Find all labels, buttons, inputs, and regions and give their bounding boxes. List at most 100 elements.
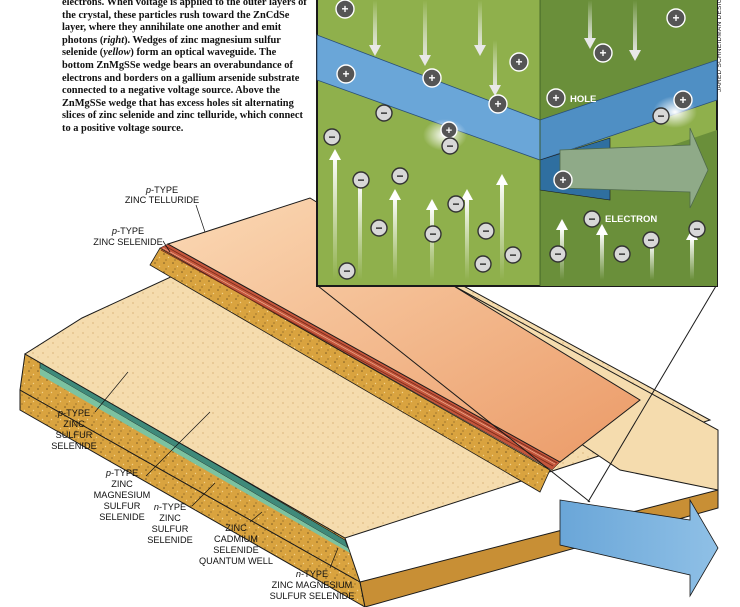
electrons: − − − − − − − − − − − − − − − − − − [323, 104, 706, 280]
hole-legend-particle: + [546, 88, 566, 108]
electron-particle: − [338, 262, 356, 280]
magnified-inset: + + + + + + + + + + + − − − − − − − − − … [316, 0, 718, 287]
light-emission-arrow [559, 498, 719, 598]
electron-particle: − [549, 245, 567, 263]
hole-particle: + [666, 8, 686, 28]
svg-text:+: + [552, 91, 559, 105]
layer-labels: p-TYPE ZINC TELLURIDE p-TYPE ZINC SELENI… [51, 185, 354, 601]
svg-text:SELENIDE: SELENIDE [213, 545, 258, 555]
svg-text:−: − [343, 264, 350, 278]
caption-text-2: ). Wedges of zinc magnesium sulfur selen… [62, 34, 281, 59]
svg-text:CADMIUM: CADMIUM [214, 534, 258, 544]
svg-text:ZINC: ZINC [159, 513, 181, 523]
caption-text-3: ) form an optical waveguide. The bottom … [62, 47, 303, 134]
svg-text:SULFUR: SULFUR [104, 501, 141, 511]
svg-text:p-TYPE: p-TYPE [145, 185, 178, 195]
svg-text:p-TYPE: p-TYPE [111, 226, 144, 236]
electron-particle: − [424, 225, 442, 243]
svg-text:−: − [375, 221, 382, 235]
electron-particle: − [613, 245, 631, 263]
electron-particle: − [447, 195, 465, 213]
hole-particle: + [509, 52, 529, 72]
svg-text:−: − [693, 222, 700, 236]
svg-text:−: − [357, 173, 364, 187]
svg-text:−: − [647, 233, 654, 247]
label-n-zinc-magnesium-sulfur-selenide: n-TYPE ZINC MAGNESIUM SULFUR SELENIDE [270, 547, 355, 601]
svg-text:−: − [429, 227, 436, 241]
svg-text:p-TYPE: p-TYPE [57, 408, 90, 418]
figure-caption: electrons. When voltage is applied to th… [62, 0, 308, 136]
svg-text:−: − [657, 109, 664, 123]
svg-text:+: + [342, 67, 349, 81]
electron-particle: − [642, 231, 660, 249]
hole-particle: + [440, 121, 458, 139]
electron-particle: − [652, 107, 670, 125]
svg-text:QUANTUM WELL: QUANTUM WELL [199, 556, 273, 566]
svg-text:ZINC: ZINC [111, 479, 133, 489]
svg-text:−: − [452, 197, 459, 211]
label-p-zinc-telluride: p-TYPE ZINC TELLURIDE [125, 185, 206, 233]
electron-particle: − [370, 219, 388, 237]
electron-particle: − [391, 167, 409, 185]
caption-emphasis-right: right [103, 34, 125, 46]
svg-text:−: − [380, 106, 387, 120]
electron-particle: − [474, 255, 492, 273]
svg-text:SULFUR SELENIDE: SULFUR SELENIDE [270, 591, 355, 601]
svg-text:p-TYPE: p-TYPE [105, 468, 138, 478]
svg-text:ZINC MAGNESIUM: ZINC MAGNESIUM [272, 580, 353, 590]
svg-text:−: − [588, 212, 595, 226]
label-p-zinc-sulfur-selenide: p-TYPE ZINC SULFUR SELENIDE [51, 371, 129, 451]
label-p-zinc-selenide: p-TYPE ZINC SELENIDE [93, 226, 171, 253]
svg-text:ZINC: ZINC [63, 419, 85, 429]
label-p-zinc-magnesium-sulfur-selenide: p-TYPE ZINC MAGNESIUM SULFUR SELENIDE [94, 411, 211, 522]
svg-text:+: + [559, 173, 566, 187]
svg-text:+: + [599, 46, 606, 60]
caption-emphasis-yellow: yellow [103, 47, 131, 59]
svg-text:ZINC SELENIDE: ZINC SELENIDE [93, 237, 162, 247]
electron-particle: − [504, 246, 522, 264]
hole-particle: + [336, 64, 356, 84]
electron-particle: − [477, 222, 495, 240]
hole-flow-arrows [369, 0, 641, 96]
label-n-zinc-sulfur-selenide: n-TYPE ZINC SULFUR SELENIDE [147, 482, 216, 545]
svg-text:ZINC: ZINC [225, 523, 247, 533]
svg-text:−: − [554, 247, 561, 261]
svg-text:+: + [679, 93, 686, 107]
svg-text:n-TYPE: n-TYPE [296, 569, 328, 579]
svg-text:ZINC TELLURIDE: ZINC TELLURIDE [125, 195, 199, 205]
inset-emission-arrow [559, 127, 709, 209]
svg-text:SELENIDE: SELENIDE [99, 512, 144, 522]
svg-text:SULFUR: SULFUR [56, 430, 93, 440]
svg-text:SULFUR: SULFUR [152, 524, 189, 534]
label-quantum-well: ZINC CADMIUM SELENIDE QUANTUM WELL [199, 511, 273, 566]
hole-particle: + [673, 90, 693, 110]
svg-text:−: − [482, 224, 489, 238]
svg-text:+: + [515, 55, 522, 69]
electron-particle: − [323, 128, 341, 146]
svg-text:+: + [341, 2, 348, 16]
electron-label: ELECTRON [605, 214, 657, 225]
hole-particle: + [335, 0, 355, 19]
holes: + + + + + + + + + + + [335, 0, 693, 190]
svg-text:+: + [672, 11, 679, 25]
hole-particle: + [553, 170, 573, 190]
electron-legend-particle: − [583, 210, 601, 228]
svg-text:+: + [428, 71, 435, 85]
svg-text:SELENIDE: SELENIDE [51, 441, 96, 451]
svg-text:SELENIDE: SELENIDE [147, 535, 192, 545]
electron-particle: − [352, 171, 370, 189]
caption-text-1: electrons. When voltage is applied to th… [62, 0, 307, 46]
svg-text:−: − [479, 257, 486, 271]
hole-label: HOLE [570, 94, 596, 105]
electron-particle: − [441, 137, 459, 155]
electron-particle: − [375, 104, 393, 122]
svg-text:MAGNESIUM: MAGNESIUM [94, 490, 151, 500]
svg-text:+: + [446, 125, 452, 137]
svg-text:−: − [328, 130, 335, 144]
hole-particle: + [422, 68, 442, 88]
hole-particle: + [593, 43, 613, 63]
svg-text:n-TYPE: n-TYPE [154, 502, 186, 512]
electron-particle: − [688, 220, 706, 238]
svg-text:−: − [396, 169, 403, 183]
